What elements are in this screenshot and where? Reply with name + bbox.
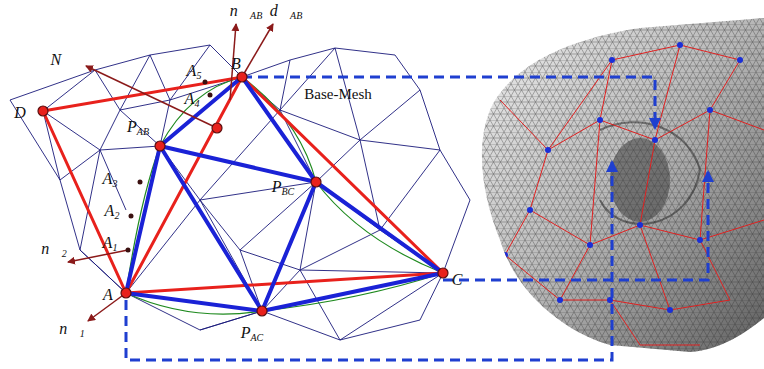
point-label: B <box>231 56 241 72</box>
point-label: n⃗1 <box>59 321 84 339</box>
point-label: A1 <box>103 235 118 253</box>
point-label: PAB <box>127 119 149 137</box>
point-label: PAC <box>241 325 264 343</box>
point-label: A5 <box>187 63 202 81</box>
point-label: A <box>103 287 113 303</box>
point-label: A3 <box>103 171 118 189</box>
point-label: PBC <box>272 179 295 197</box>
point-label: D <box>14 105 26 121</box>
point-label: d⃗AB <box>270 3 303 21</box>
point-label: n⃗AB <box>230 3 263 21</box>
point-label: A4 <box>185 91 200 109</box>
point-label: A2 <box>105 203 120 221</box>
point-label: N⃗ <box>50 52 73 68</box>
point-label: n⃗2 <box>41 241 66 259</box>
point-label: C <box>452 272 463 288</box>
point-label: Base-Mesh <box>304 87 372 102</box>
